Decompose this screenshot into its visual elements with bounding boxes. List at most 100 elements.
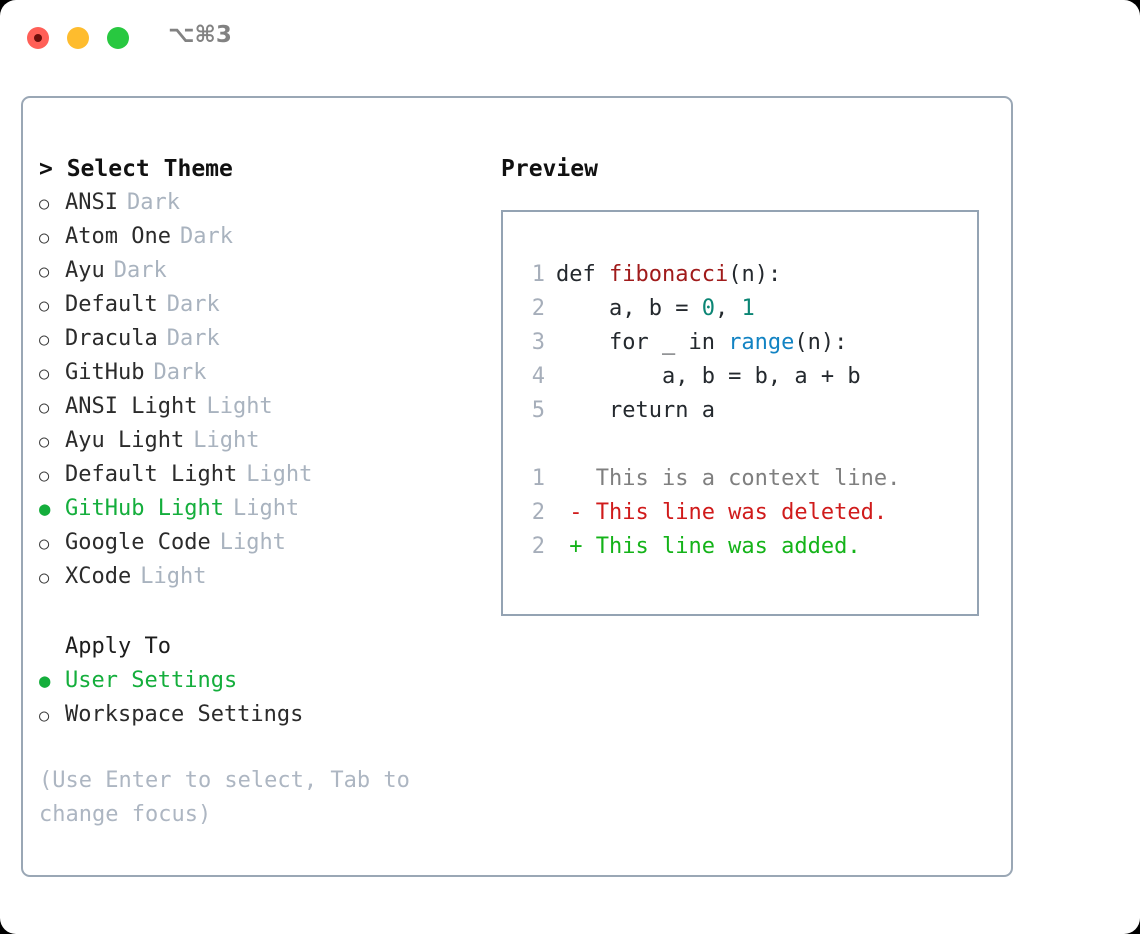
code-line-text: for _ in range(n): [556,326,847,360]
minimize-button[interactable] [67,27,89,49]
code-line-text: return a [556,394,715,428]
code-token: + This line was added. [556,534,861,559]
theme-variant-badge: Light [232,496,300,521]
code-line-text: a, b = b, a + b [556,360,861,394]
theme-option-label: Atom One [65,224,171,249]
code-token: (n): [728,262,782,287]
code-line-text: - This line was deleted. [556,496,887,530]
theme-option-atom-one[interactable]: ○ Atom One Dark [39,220,489,254]
window-controls [27,27,129,49]
code-blank-line [521,428,977,462]
code-token: range [728,330,795,355]
theme-variant-badge: Light [219,530,286,555]
line-number: 1 [531,262,545,287]
radio-unselected-icon: ○ [39,568,50,588]
code-line-text: + This line was added. [556,530,861,564]
theme-option-label: ANSI Light [65,394,198,419]
apply-to-option-label: User Settings [65,668,238,693]
theme-option-label: GitHub Light [65,496,224,521]
code-token: This is a context line. [556,466,901,491]
theme-option-label: GitHub [65,360,145,385]
theme-variant-badge: Light [140,564,207,589]
code-line: 4 a, b = b, a + b [521,360,977,394]
code-token: return a [556,398,715,423]
line-number: 2 [531,534,545,559]
code-line: 2 a, b = 0, 1 [521,292,977,326]
code-token: def [556,262,609,287]
radio-unselected-icon: ○ [39,194,50,214]
theme-option-ayu-light[interactable]: ○ Ayu Light Light [39,424,489,458]
radio-unselected-icon: ○ [39,262,50,282]
code-token: fibonacci [608,262,729,287]
apply-to-option-user-settings[interactable]: ● User Settings [39,664,489,698]
radio-unselected-icon: ○ [39,296,50,316]
code-token: - This line was deleted. [556,500,888,525]
title-bar: ⌥⌘3 [0,0,1140,78]
theme-variant-badge: Dark [166,326,220,351]
keyboard-shortcut-label: ⌥⌘3 [168,22,232,48]
theme-variant-badge: Light [193,428,260,453]
theme-option-dracula[interactable]: ○ Dracula Dark [39,322,489,356]
radio-unselected-icon: ○ [39,330,50,350]
code-line: 5 return a [521,394,977,428]
theme-option-ayu[interactable]: ○ Ayu Dark [39,254,489,288]
radio-unselected-icon: ○ [39,364,50,384]
theme-option-label: Dracula [65,326,158,351]
theme-option-google-code[interactable]: ○ Google Code Light [39,526,489,560]
radio-unselected-icon: ○ [39,228,50,248]
theme-option-label: Google Code [65,530,211,555]
theme-option-label: Ayu Light [65,428,185,453]
radio-selected-icon: ● [39,670,51,692]
radio-unselected-icon: ○ [39,432,50,452]
theme-option-github-light[interactable]: ● GitHub Light Light [39,492,489,526]
code-token: (n): [794,330,848,355]
radio-selected-icon: ● [39,498,51,520]
theme-option-label: Default Light [65,462,238,487]
close-button[interactable] [27,27,49,49]
theme-variant-badge: Dark [113,258,167,283]
code-line: 2 - This line was deleted. [521,496,977,530]
theme-variant-badge: Dark [179,224,233,249]
theme-option-default[interactable]: ○ Default Dark [39,288,489,322]
code-line: 1 def fibonacci(n): [521,258,977,292]
code-token: 0 [701,296,715,321]
code-line: 2 + This line was added. [521,530,977,564]
theme-variant-badge: Dark [126,190,180,215]
code-token: a, b = [556,296,702,321]
line-number: 5 [531,398,545,423]
theme-option-ansi[interactable]: ○ ANSI Dark [39,186,489,220]
radio-unselected-icon: ○ [39,398,50,418]
preview-heading: Preview [501,156,598,182]
theme-option-label: Default [65,292,158,317]
code-line: 3 for _ in range(n): [521,326,977,360]
radio-unselected-icon: ○ [39,466,50,486]
line-number: 2 [531,500,545,525]
theme-option-label: Ayu [65,258,105,283]
code-line-text: def fibonacci(n): [556,258,781,292]
code-token: 1 [741,296,755,321]
select-theme-heading: > Select Theme [39,156,233,182]
line-number: 3 [531,330,545,355]
radio-unselected-icon: ○ [39,706,50,726]
theme-option-label: ANSI [65,190,118,215]
code-line-text: This is a context line. [556,462,901,496]
apply-to-option-label: Workspace Settings [65,702,304,727]
apply-to-option-workspace-settings[interactable]: ○ Workspace Settings [39,698,489,732]
maximize-button[interactable] [107,27,129,49]
code-line: 1 This is a context line. [521,462,977,496]
line-number: 2 [531,296,545,321]
code-line-text: a, b = 0, 1 [556,292,755,326]
line-number: 1 [531,466,545,491]
code-token: a, b = b, a + b [556,364,861,389]
radio-unselected-icon: ○ [39,534,50,554]
theme-variant-badge: Dark [166,292,220,317]
